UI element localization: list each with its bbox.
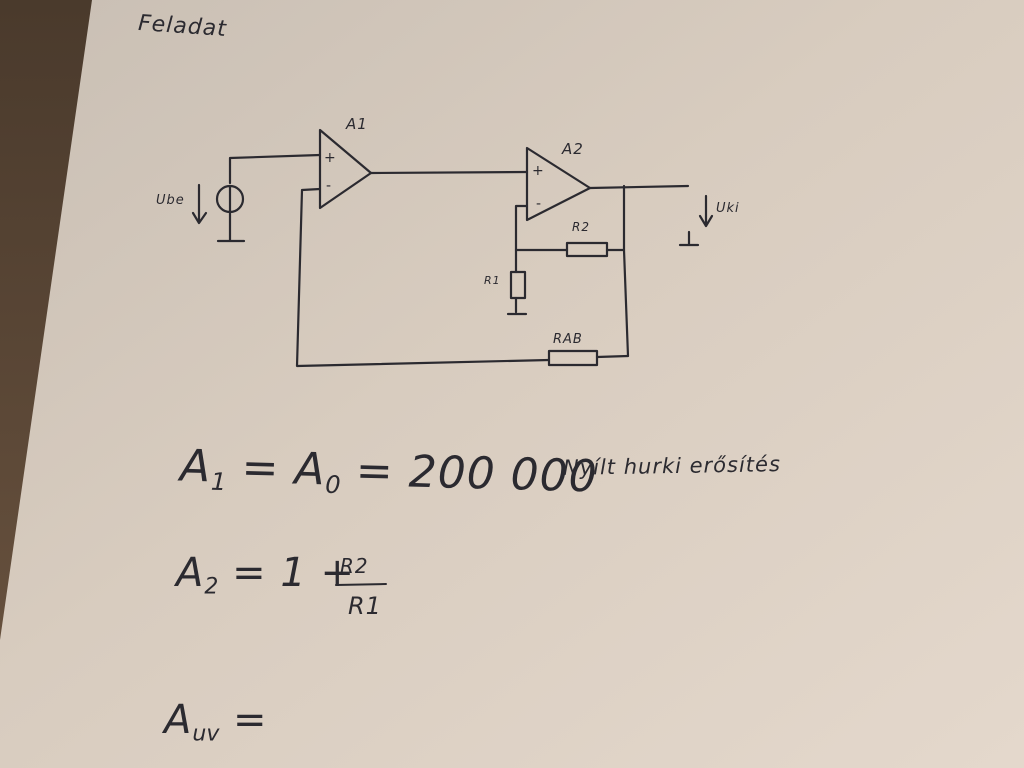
opamp-a2-triangle — [525, 146, 592, 222]
r1-wire — [506, 248, 528, 316]
output-node-down — [622, 184, 630, 358]
resistor-r1 — [509, 270, 527, 300]
interstage-wire — [369, 170, 529, 175]
resistor-r2 — [565, 241, 609, 258]
opamp-a1-triangle — [318, 128, 373, 210]
opamp-a1-plus: + — [324, 150, 336, 166]
output-wire — [588, 184, 690, 190]
opamp-a2-minus: - — [536, 196, 541, 212]
opamp-a2-plus: + — [532, 163, 544, 179]
input-wire — [228, 153, 322, 185]
rab-wire — [295, 187, 630, 368]
source-ground-wire — [216, 210, 246, 243]
opamp-a1-minus: - — [326, 178, 331, 194]
a2-minus-feedback-wire — [514, 204, 529, 252]
output-ground-symbol — [678, 230, 700, 247]
resistor-rab — [547, 349, 599, 367]
circuit-diagram: + - + - — [191, 128, 714, 368]
ube-arrow — [191, 183, 208, 225]
uki-arrow — [698, 194, 714, 228]
